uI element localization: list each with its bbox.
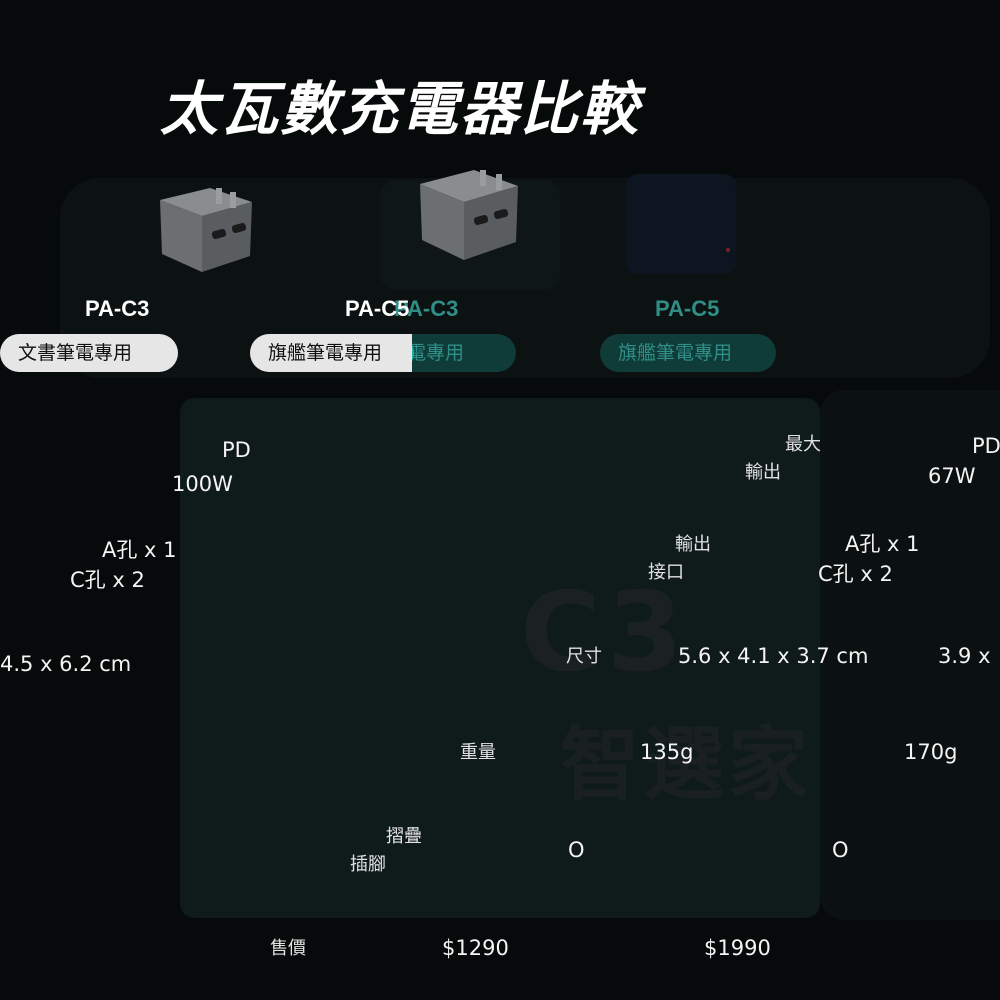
product-name-4: PA-C5 bbox=[655, 296, 720, 321]
value-foldable-right: O bbox=[832, 838, 849, 862]
value-weight-mid: 135g bbox=[640, 740, 694, 764]
value-weight-right: 170g bbox=[904, 740, 958, 764]
value-output-right-1: PD bbox=[972, 434, 1000, 458]
label-weight: 重量 bbox=[460, 742, 496, 763]
value-size-left: 4.5 x 6.2 cm bbox=[0, 652, 132, 676]
value-size-right: 3.9 x bbox=[938, 644, 991, 668]
product-tag-2: 旗艦筆電專用 bbox=[250, 334, 412, 372]
label-ports-1: 輸出 bbox=[675, 534, 711, 555]
page-title: 太瓦數充電器比較 bbox=[160, 75, 641, 143]
value-ports-right-1: A孔 x 1 bbox=[845, 532, 920, 556]
label-foldable-2: 插腳 bbox=[350, 854, 386, 875]
value-price-right: $1990 bbox=[704, 936, 771, 960]
watermark-brand: 智選家 bbox=[560, 718, 812, 811]
label-price: 售價 bbox=[270, 938, 306, 959]
label-ports-2: 接口 bbox=[648, 562, 684, 583]
value-output-right-2: 67W bbox=[928, 464, 976, 488]
label-size: 尺寸 bbox=[566, 646, 602, 667]
label-max-output-2: 輸出 bbox=[745, 462, 781, 483]
label-max-output-1: 最大 bbox=[785, 434, 821, 455]
value-price-mid: $1290 bbox=[442, 936, 509, 960]
charger-image-left bbox=[160, 188, 252, 272]
product-name-1: PA-C3 bbox=[85, 296, 150, 321]
value-output-left-2: 100W bbox=[172, 472, 233, 496]
label-foldable-1: 摺疊 bbox=[386, 826, 422, 847]
value-ports-right-2: C孔 x 2 bbox=[818, 562, 893, 586]
value-ports-left-1: A孔 x 1 bbox=[102, 538, 177, 562]
watermark-model: C3 bbox=[520, 568, 690, 696]
background-panel-right bbox=[820, 390, 1000, 920]
charger-image-right-ghost bbox=[626, 174, 736, 274]
value-output-left-1: PD bbox=[222, 438, 251, 462]
value-size-mid: 5.6 x 4.1 x 3.7 cm bbox=[678, 644, 869, 668]
value-ports-left-2: C孔 x 2 bbox=[70, 568, 145, 592]
product-name-3-ghost: PA-C3 bbox=[394, 296, 459, 321]
product-tag-1: 文書筆電專用 bbox=[0, 334, 178, 372]
product-tag-4: 旗艦筆電專用 bbox=[600, 334, 776, 372]
value-foldable-mid: O bbox=[568, 838, 585, 862]
product-name-2: PA-C5 bbox=[345, 296, 410, 321]
charger-image-mid bbox=[420, 170, 518, 260]
background-panel-main bbox=[180, 398, 820, 918]
